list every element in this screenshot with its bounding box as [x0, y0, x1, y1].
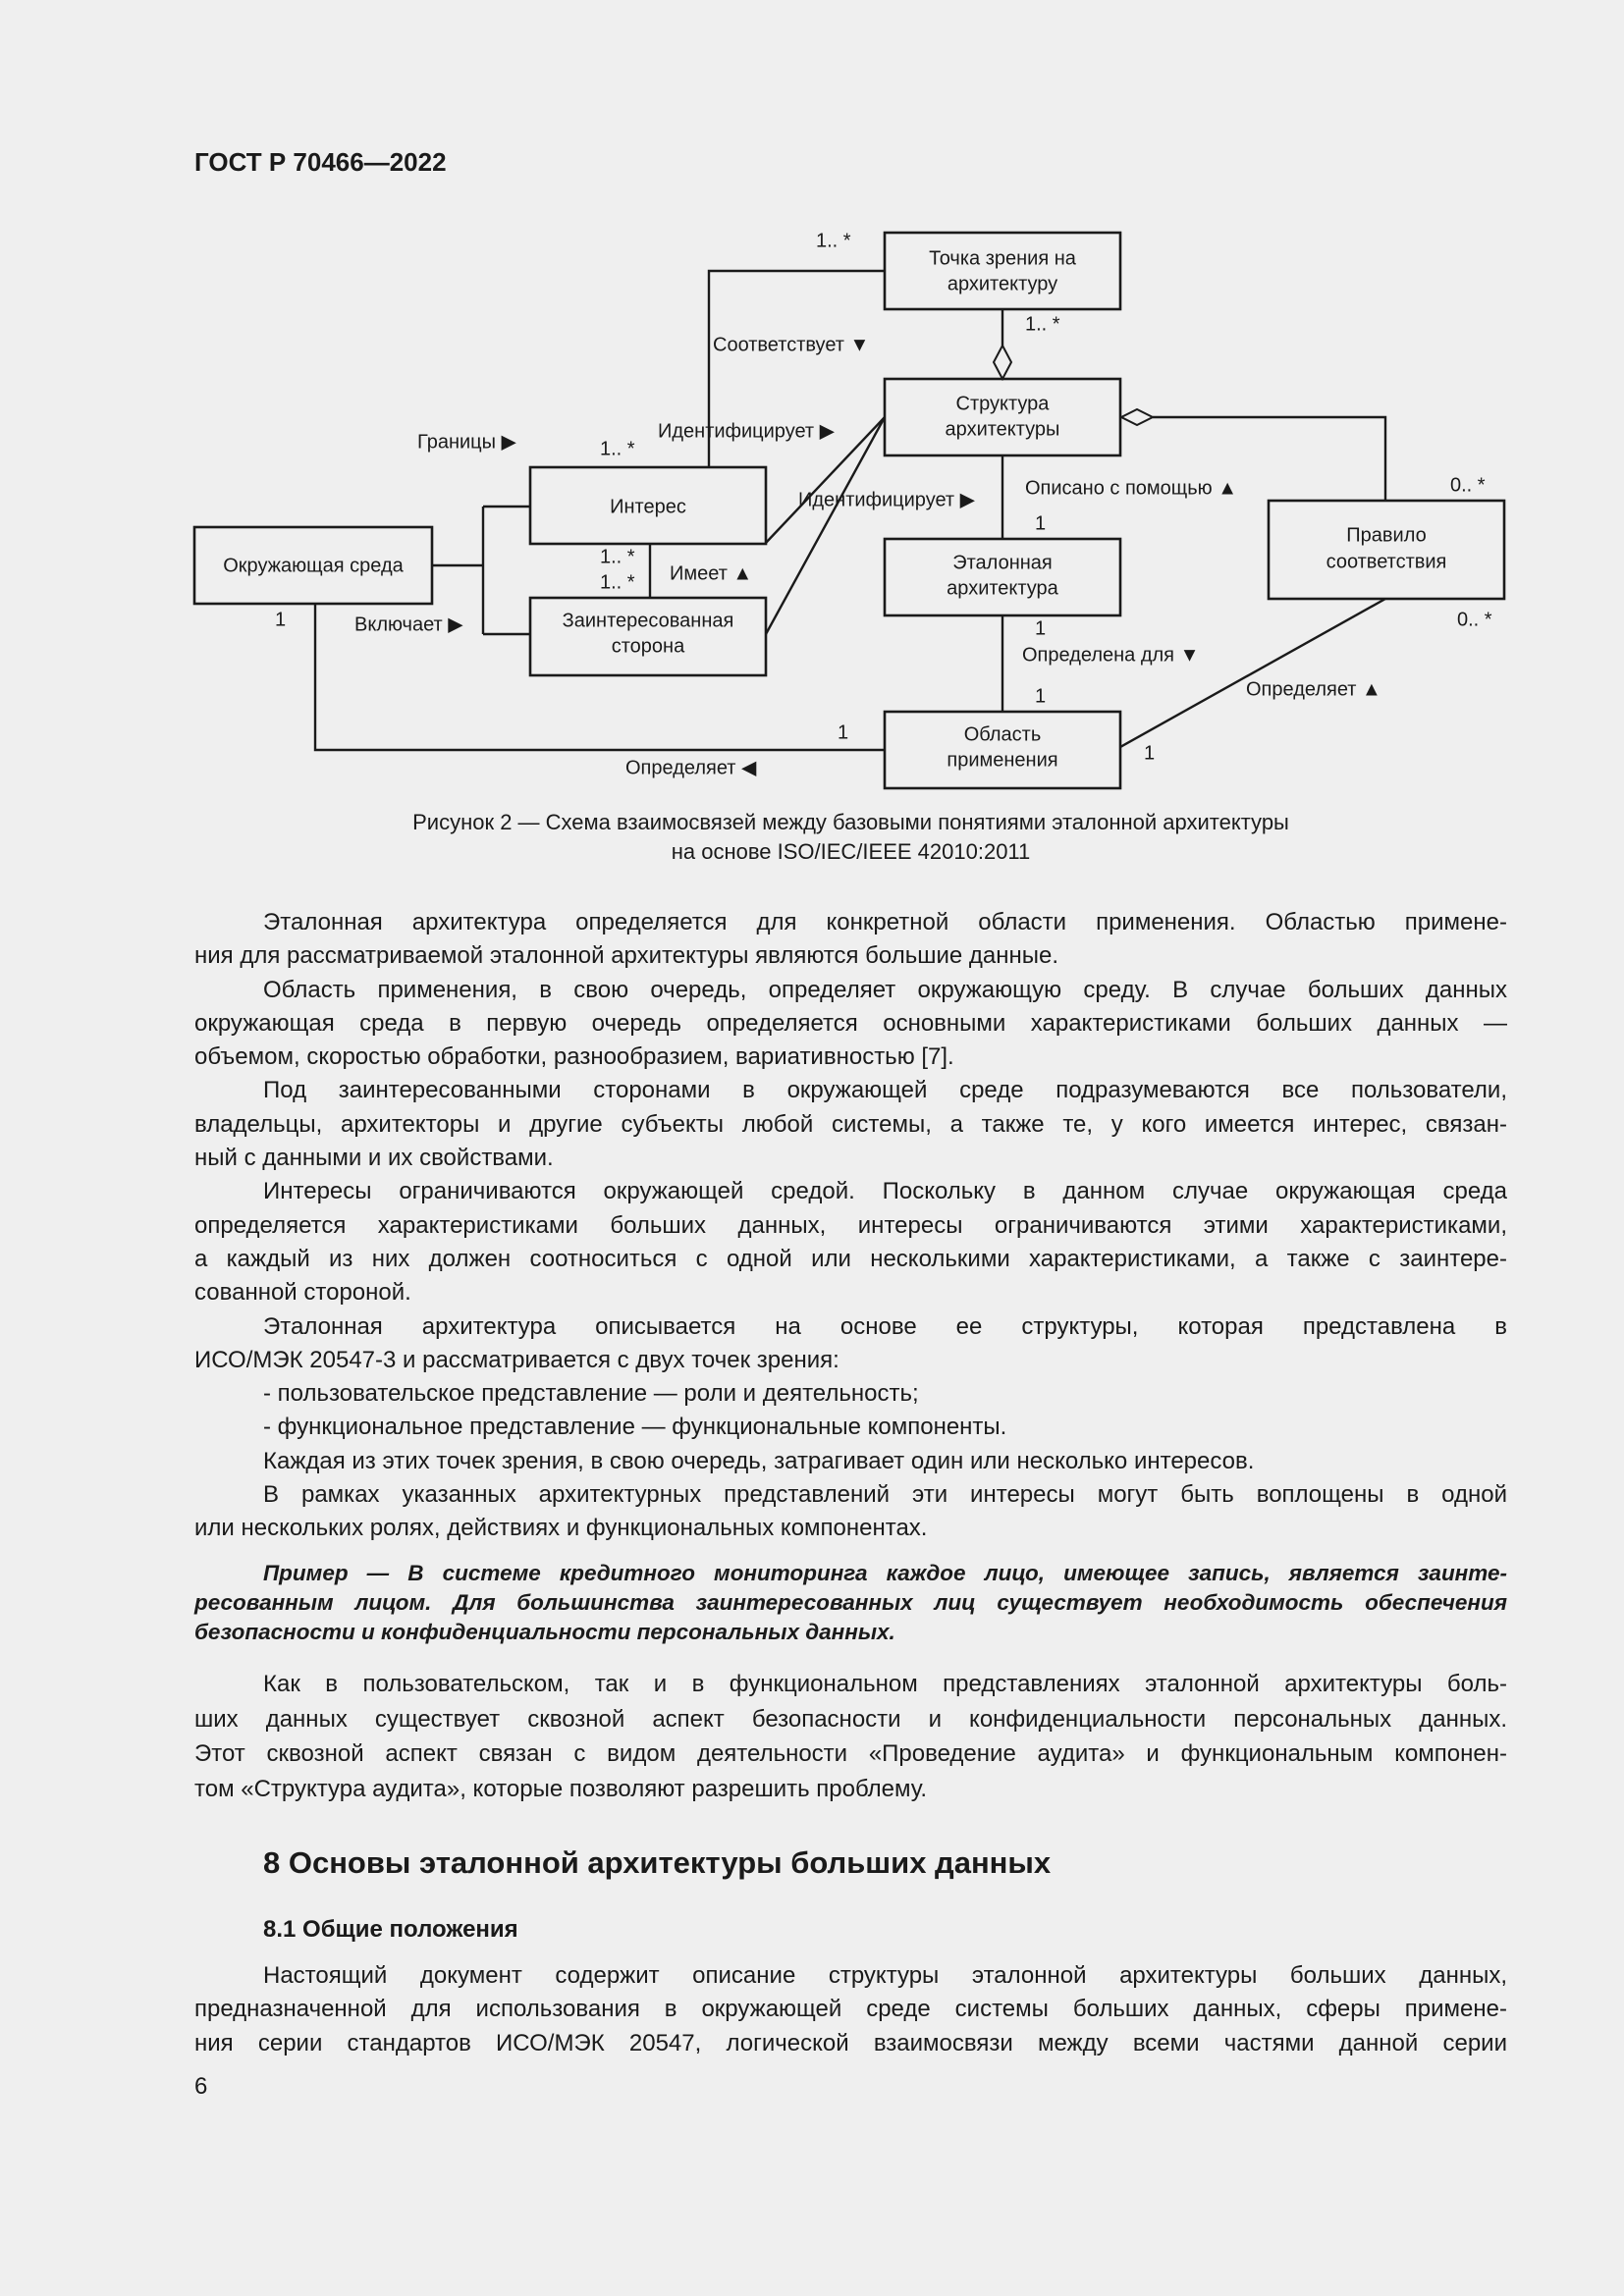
association-label: Определяет ◀ [625, 757, 757, 778]
paragraph-line: а каждый из них должен соотноситься с од… [194, 1245, 1507, 1272]
association-label: Определена для ▼ [1022, 644, 1199, 666]
association-label: Определяет ▲ [1246, 678, 1381, 700]
paragraph-line: ших данных существует сквозной аспект бе… [194, 1705, 1507, 1733]
box-structure: Структура архитектуры [883, 377, 1122, 457]
multiplicity-label: 1 [275, 609, 286, 630]
multiplicity-label: 1.. * [816, 230, 851, 251]
box-text: Интерес [610, 496, 686, 517]
paragraph-line: Пример — В системе кредитного мониторинг… [263, 1561, 1507, 1585]
paragraph-line: определяется характеристиками больших да… [194, 1211, 1507, 1239]
association-label: Описано с помощью ▲ [1025, 477, 1237, 499]
connector [765, 416, 886, 544]
association-label: Соответствует ▼ [713, 334, 869, 355]
document-header: ГОСТ Р 70466—2022 [194, 147, 447, 177]
paragraph-line: безопасности и конфиденциальности персон… [194, 1620, 895, 1644]
multiplicity-label: 1 [838, 721, 848, 743]
paragraph-line: Эталонная архитектура определяется для к… [263, 909, 1507, 935]
multiplicity-label: 1.. * [600, 438, 635, 459]
paragraph-line: Интересы ограничиваются окружающей средо… [263, 1178, 1507, 1205]
connector [707, 269, 885, 467]
box-viewpoint: Точка зрения на архитектуру [883, 231, 1122, 311]
box-text: Заинтересованная [563, 610, 734, 631]
page-number: 6 [194, 2073, 208, 2100]
example-note: Пример — В системе кредитного мониторинг… [194, 1559, 1507, 1647]
connector [764, 416, 887, 635]
box-compliance-rule: Правило соответствия [1267, 499, 1506, 601]
paragraph-line: Область применения, в свою очередь, опре… [263, 976, 1507, 1003]
multiplicity-label: 0.. * [1457, 609, 1492, 630]
subsection-heading: 8.1 Общие положения [263, 1916, 518, 1943]
box-text: архитектуры [946, 418, 1060, 440]
box-stakeholder: Заинтересованная сторона [528, 596, 768, 677]
paragraph-line: Этот сквозной аспект связан с видом деят… [194, 1740, 1507, 1768]
box-text: Область [964, 723, 1042, 745]
paragraph-line: Каждая из этих точек зрения, в свою очер… [263, 1447, 1255, 1474]
paragraph-line: ресованным лицом. Для большинства заинте… [194, 1590, 1507, 1615]
paragraph-line: Под заинтересованными сторонами в окружа… [263, 1077, 1507, 1104]
paragraph-line: владельцы, архитекторы и другие субъекты… [194, 1110, 1507, 1138]
paragraph-line: В рамках указанных архитектурных предста… [263, 1481, 1507, 1509]
box-text: Эталонная [952, 552, 1053, 573]
paragraph-line: том «Структура аудита», которые позволяю… [194, 1775, 928, 1802]
connector [313, 604, 885, 752]
box-text: Правило [1346, 524, 1426, 546]
connector [1153, 415, 1387, 501]
aggregation-diamond-icon [1118, 407, 1156, 427]
multiplicity-label: 1.. * [600, 546, 635, 567]
paragraph-line: ный с данными и их свойствами. [194, 1145, 554, 1172]
body-text-3: Настоящий документ содержит описание стр… [194, 1959, 1507, 2060]
paragraph-line: предназначенной для использования в окру… [194, 1996, 1507, 2023]
box-reference-architecture: Эталонная архитектура [883, 537, 1122, 617]
paragraph-line: окружающая среда в первую очередь опреде… [194, 1009, 1507, 1037]
box-text: Структура [956, 393, 1051, 414]
relationship-diagram: Точка зрения на архитектуру Структура ар… [192, 230, 1506, 790]
box-text: соответствия [1326, 551, 1447, 572]
multiplicity-label: 1.. * [1025, 313, 1060, 335]
paragraph-line: ния серии стандартов ИСО/МЭК 20547, логи… [194, 2029, 1507, 2056]
multiplicity-label: 1 [1035, 685, 1046, 707]
paragraph-line: объемом, скоростью обработки, разнообраз… [194, 1043, 954, 1071]
paragraph-line: Настоящий документ содержит описание стр… [263, 1962, 1507, 1989]
paragraph-line: ИСО/МЭК 20547-3 и рассматривается с двух… [194, 1346, 839, 1373]
box-interest: Интерес [528, 465, 768, 546]
multiplicity-label: 1 [1144, 742, 1155, 764]
box-application-domain: Область применения [883, 710, 1122, 790]
box-text: архитектура [947, 577, 1059, 599]
association-label: Идентифицирует ▶ [658, 420, 836, 442]
association-label: Включает ▶ [354, 614, 463, 635]
association-label: Имеет ▲ [670, 562, 752, 584]
connector [1119, 597, 1386, 749]
paragraph-line: Как в пользовательском, так и в функцион… [263, 1671, 1507, 1697]
paragraph-line: Эталонная архитектура описывается на осн… [263, 1312, 1507, 1340]
association-label: Границы ▶ [417, 431, 517, 453]
section-heading: 8 Основы эталонной архитектуры больших д… [263, 1845, 1052, 1880]
paragraph-line: ния для рассматриваемой эталонной архите… [194, 942, 1059, 970]
box-text: Окружающая среда [223, 555, 404, 576]
multiplicity-label: 1.. * [600, 571, 635, 593]
association-label: Идентифицирует ▶ [798, 489, 976, 510]
box-text: архитектуру [947, 273, 1057, 294]
multiplicity-label: 1 [1035, 512, 1046, 534]
paragraph-line: или нескольких ролях, действиях и функци… [194, 1515, 928, 1542]
box-text: Точка зрения на [929, 247, 1077, 269]
list-item: - функциональное представление — функцио… [263, 1414, 1007, 1441]
body-text-1: Эталонная архитектура определяется для к… [194, 906, 1507, 1546]
box-environment: Окружающая среда [192, 525, 434, 606]
figure-caption: Рисунок 2 — Схема взаимосвязей между баз… [412, 810, 1289, 834]
box-text: сторона [612, 635, 685, 657]
aggregation-diamond-icon [992, 343, 1013, 382]
figure-caption: на основе ISO/IEC/IEEE 42010:2011 [671, 839, 1031, 864]
multiplicity-label: 0.. * [1450, 474, 1486, 496]
list-item: - пользовательское представление — роли … [263, 1380, 919, 1408]
body-text-2: Как в пользовательском, так и в функцион… [194, 1667, 1507, 1806]
paragraph-line: сованной стороной. [194, 1279, 411, 1307]
multiplicity-label: 1 [1035, 617, 1046, 639]
box-text: применения [947, 749, 1057, 771]
